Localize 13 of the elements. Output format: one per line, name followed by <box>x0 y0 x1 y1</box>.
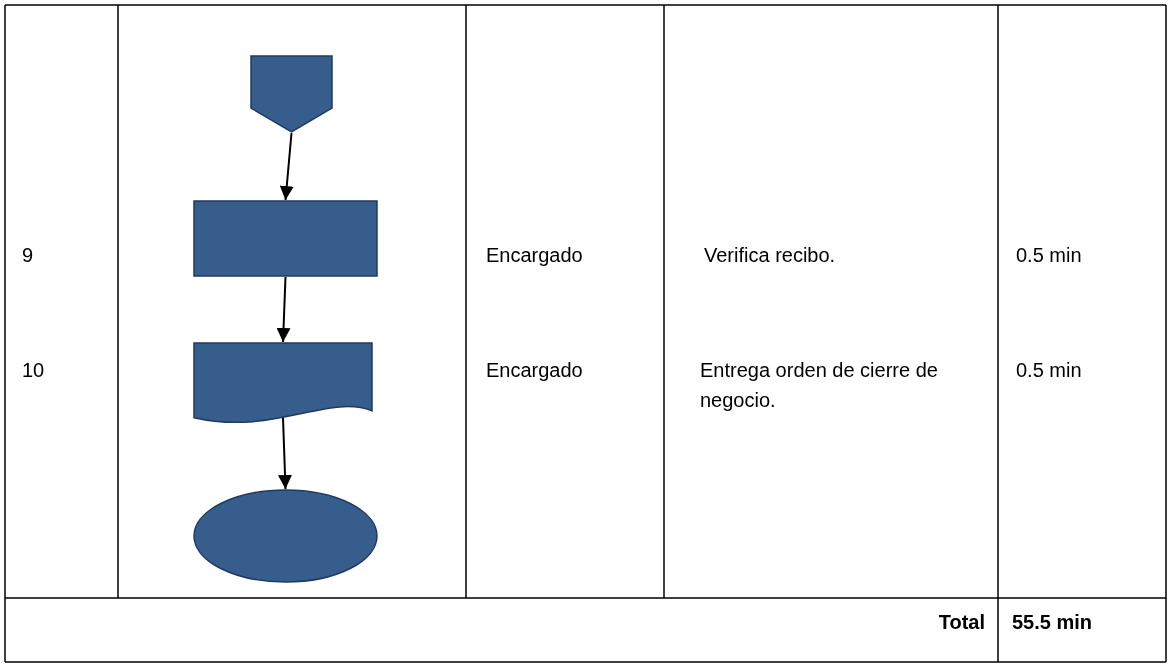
total-value: 55.5 min <box>1012 611 1093 633</box>
role-text: Encargado <box>486 244 583 266</box>
arrow <box>278 416 292 490</box>
activity-text: Verifica recibo. <box>704 244 836 266</box>
row-number: 9 <box>22 244 34 266</box>
arrow <box>279 132 294 201</box>
activity-text: Entrega orden de cierre de negocio. <box>700 359 938 411</box>
duration-text: 0.5 min <box>1016 244 1082 266</box>
role-text: Encargado <box>486 359 583 381</box>
total-label: Total <box>938 611 985 633</box>
row-number: 10 <box>22 359 45 381</box>
arrow <box>276 276 291 343</box>
duration-text: 0.5 min <box>1016 359 1082 381</box>
